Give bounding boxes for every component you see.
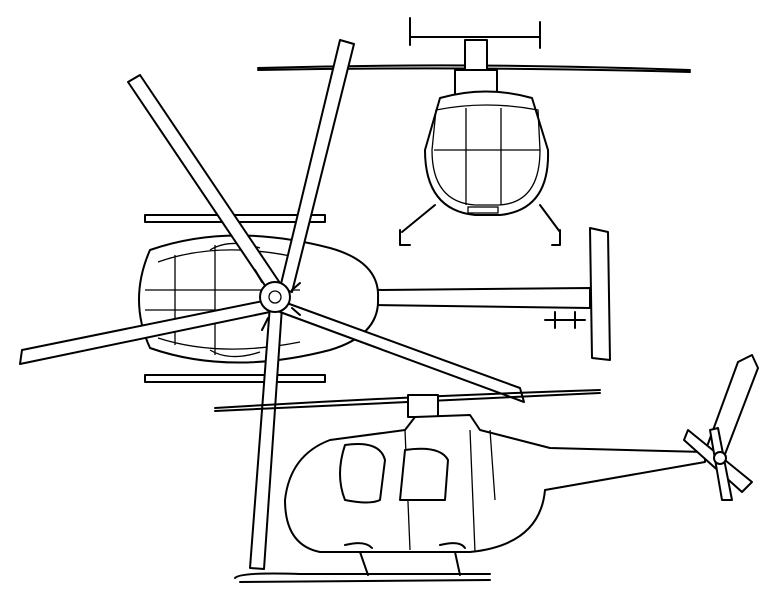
side-view xyxy=(214,354,759,583)
front-view xyxy=(257,17,691,246)
top-view xyxy=(19,39,611,570)
